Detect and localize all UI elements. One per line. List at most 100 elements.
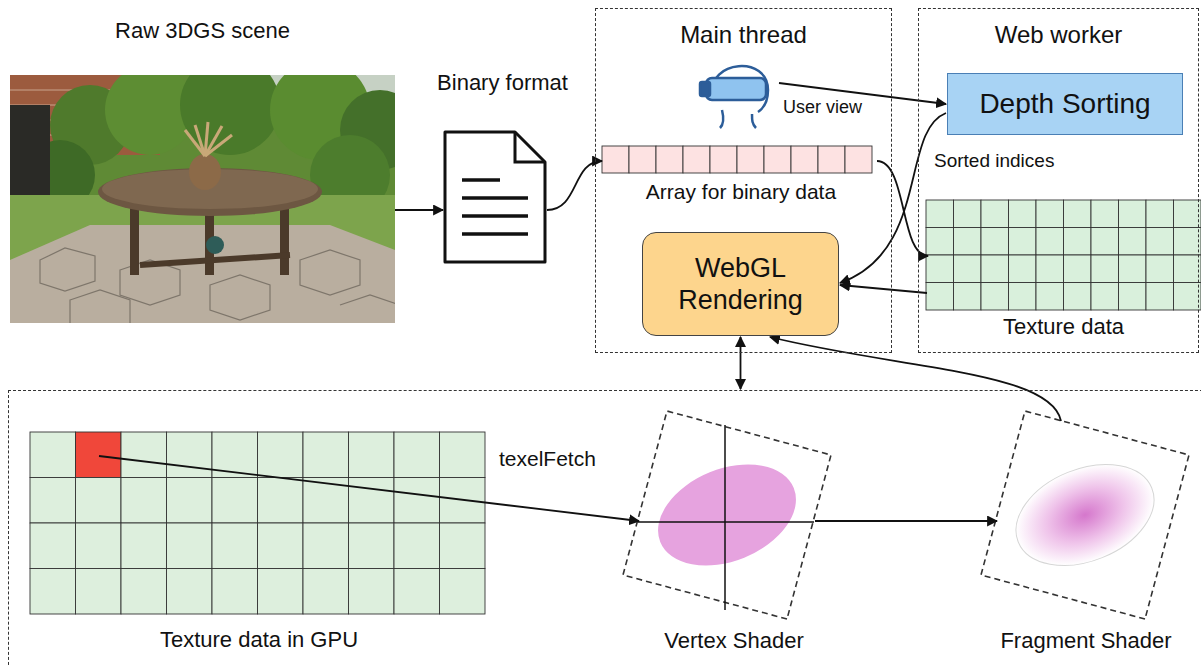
node-label: Texture data: [1003, 314, 1124, 340]
grid-cell: [1091, 283, 1119, 311]
headset-box: User view: [701, 56, 886, 131]
node-label: Web worker: [995, 21, 1123, 50]
document-box: Binary format: [420, 70, 585, 270]
texture-box: Texture data: [925, 199, 1201, 347]
connector-arrow: [395, 209, 443, 211]
grid-cell: [1009, 228, 1037, 256]
grid-cell: [1064, 200, 1092, 228]
grid-cell: [737, 146, 764, 173]
vertex-shader-figure: [623, 411, 831, 619]
process-box: Depth Sorting: [947, 73, 1183, 135]
scene-photo-box: Raw 3DGS scene: [10, 18, 395, 323]
shader-box: Fragment Shader: [961, 406, 1201, 661]
connector-arrow: [840, 113, 946, 283]
array-box: Array for binary data: [601, 144, 881, 209]
grid-cell: [303, 569, 349, 615]
grid-cell: [981, 283, 1009, 311]
grid-cell: [683, 146, 710, 173]
grid-cell: [30, 523, 76, 569]
grid-cell: [1036, 255, 1064, 283]
grid-cell: [1064, 283, 1092, 311]
thread-container: Main threadUser viewArray for binary dat…: [595, 8, 892, 353]
grid-cell: [121, 432, 167, 478]
grid-cell: [981, 255, 1009, 283]
grid-cell: [1009, 200, 1037, 228]
edge-label: Sorted indices: [932, 150, 1056, 173]
connector-arrow: [815, 520, 997, 522]
grid-cell: [258, 478, 304, 524]
grid-cell: [981, 200, 1009, 228]
grid-cell: [1036, 283, 1064, 311]
grid-cell: [954, 200, 982, 228]
grid-cell: [1091, 228, 1119, 256]
document-icon: [445, 132, 545, 262]
node-label: Array for binary data: [646, 179, 836, 204]
connector-arrow: [547, 161, 602, 210]
grid-cell: [121, 569, 167, 615]
grid-cell: [926, 228, 954, 256]
grid-cell: [258, 523, 304, 569]
connector-arrow: [877, 161, 928, 256]
grid-cell: [818, 146, 845, 173]
grid-cell: [167, 432, 213, 478]
connector-arrow: [840, 285, 927, 293]
grid-cell: [1146, 283, 1174, 311]
grid-cell: [1064, 255, 1092, 283]
node-label: Texture data in GPU: [160, 627, 358, 653]
grid-cell: [1174, 228, 1201, 256]
gpu-container: Texture data in GPU Vertex Shader Fragment…: [8, 390, 1201, 665]
connector-arrow: [740, 337, 742, 389]
grid-cell: [121, 523, 167, 569]
shader-box: Vertex Shader: [599, 406, 869, 661]
grid-cell: [303, 523, 349, 569]
grid-cell: [926, 255, 954, 283]
grid-cell: [845, 146, 872, 173]
grid-cell: [1036, 200, 1064, 228]
node-label: Vertex Shader: [664, 628, 803, 654]
edge-label: texelFetch: [497, 446, 598, 471]
grid-cell: [30, 569, 76, 615]
grid-cell: [1036, 228, 1064, 256]
grid-cell: [1119, 283, 1147, 311]
gpu-texture-grid: [30, 432, 485, 614]
node-label: Binary format: [437, 70, 568, 96]
grid-cell: [1119, 228, 1147, 256]
grid-cell: [1009, 255, 1037, 283]
grid-cell: [926, 200, 954, 228]
node-label: Raw 3DGS scene: [115, 18, 290, 44]
grid-cell: [656, 146, 683, 173]
grid-cell: [394, 523, 440, 569]
grid-cell: [629, 146, 656, 173]
grid-cell: [1091, 200, 1119, 228]
grid-cell: [303, 432, 349, 478]
grid-cell: [1174, 200, 1201, 228]
edge-label-holder: texelFetch: [497, 446, 598, 471]
grid-cell: [1064, 228, 1092, 256]
grid-cell: [349, 432, 395, 478]
grid-cell: [1091, 255, 1119, 283]
node-label: User view: [783, 97, 862, 119]
grid-cell: [954, 228, 982, 256]
grid-cell: [440, 523, 486, 569]
grid-cell: [440, 432, 486, 478]
grid-cell: [954, 283, 982, 311]
grid-cell: [167, 478, 213, 524]
grid-cell: [212, 478, 258, 524]
grid-cell: [349, 523, 395, 569]
grid-cell: [349, 478, 395, 524]
grid-cell: [394, 432, 440, 478]
grid-cell: [76, 523, 122, 569]
grid-cell: [258, 432, 304, 478]
grid-cell: [981, 228, 1009, 256]
grid-cell: [30, 478, 76, 524]
texture-grid: [926, 200, 1201, 310]
gpu-texture-box: Texture data in GPU: [29, 431, 489, 659]
node-label: Depth Sorting: [979, 87, 1150, 121]
grid-cell: [764, 146, 791, 173]
grid-cell: [167, 569, 213, 615]
grid-cell: [1174, 255, 1201, 283]
grid-cell: [349, 569, 395, 615]
grid-cell: [76, 478, 122, 524]
grid-cell: [394, 569, 440, 615]
grid-cell: [1146, 200, 1174, 228]
